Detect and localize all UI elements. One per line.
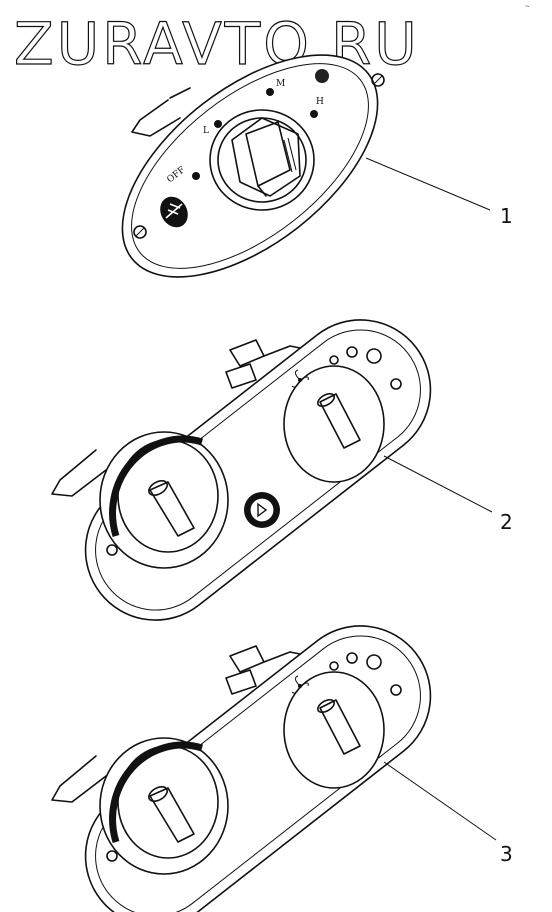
heater-control-panel [51, 625, 497, 912]
fan-icon [291, 369, 309, 388]
temperature-knob [148, 479, 195, 537]
indicator-lamp [315, 69, 329, 83]
fan-switch-panel: OFF L M H [121, 54, 491, 278]
dimmer-knob [244, 492, 280, 528]
label-low: L [203, 126, 209, 136]
screw-icon [390, 684, 402, 696]
indicator-lamp [329, 355, 339, 365]
rear-tab [131, 99, 181, 137]
callout-1: 1 [500, 204, 513, 228]
screw-icon [371, 73, 385, 87]
leaf-logo-icon [160, 196, 188, 228]
air-direction-knob [317, 698, 361, 755]
knob-bezel [209, 109, 315, 211]
dot-high [310, 110, 318, 118]
label-medium: M [276, 79, 285, 89]
screw-icon [106, 544, 118, 556]
lever-tab [51, 755, 107, 803]
indicator-lamp [346, 652, 358, 664]
lever-tab [51, 449, 107, 497]
indicator-lamp [346, 346, 358, 358]
dot-low [214, 120, 222, 128]
air-direction-knob-housing [283, 365, 385, 483]
callout-2: 2 [500, 510, 513, 534]
air-direction-knob-housing [283, 671, 385, 789]
leader-line-2 [383, 455, 493, 513]
leader-line-1 [365, 157, 491, 211]
temperature-knob-housing [99, 737, 229, 875]
leader-line-3 [383, 761, 497, 841]
screw-icon [106, 850, 118, 862]
screw-icon [390, 378, 402, 390]
label-high: H [316, 97, 324, 107]
control-plate [84, 625, 432, 912]
temperature-arc [109, 741, 204, 844]
indicator-lamp [366, 348, 382, 364]
temperature-knob [148, 785, 195, 843]
air-direction-knob [317, 392, 361, 449]
indicator-lamp [329, 661, 339, 671]
temperature-arc [109, 435, 204, 538]
indicator-lamp [366, 654, 382, 670]
fan-speed-knob [231, 117, 301, 197]
dot-medium [266, 88, 274, 96]
callout-3: 3 [500, 842, 513, 866]
heater-control-panel-with-dimmer [51, 319, 493, 621]
screw-icon [133, 225, 147, 239]
fan-icon [291, 675, 309, 694]
dot-off [192, 172, 200, 180]
corner-mark: ~ [525, 2, 530, 11]
temperature-knob-housing [99, 431, 229, 569]
